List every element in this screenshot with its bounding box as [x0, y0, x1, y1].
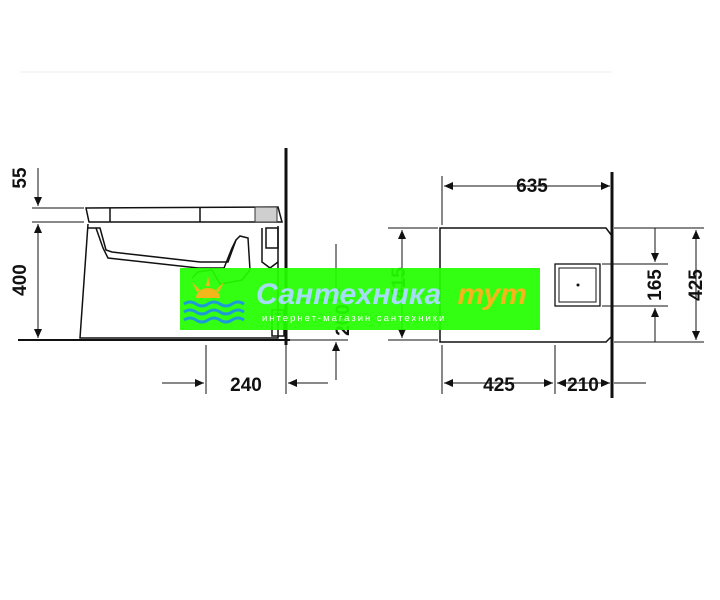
watermark-subtitle: интернет-магазин сантехники — [262, 313, 446, 324]
watermark-title-main: Сантехника — [256, 278, 441, 311]
tank-outline — [554, 263, 601, 307]
dim-depth: 635 — [516, 176, 548, 197]
toilet-top-outline — [439, 227, 613, 343]
dim-seat-thickness: 55 — [10, 167, 31, 189]
dim-total-width: 425 — [686, 269, 707, 301]
dim-tank-width: 165 — [645, 269, 666, 301]
dim-outlet-offset: 240 — [230, 375, 262, 396]
dim-front-section: 425 — [483, 375, 515, 396]
watermark-banner: Сантехника тут интернет-магазин сантехни… — [180, 268, 540, 330]
dim-seat-height: 400 — [10, 264, 31, 296]
water-logo-icon — [183, 276, 245, 324]
side-view: 55 400 240 200 — [10, 148, 354, 396]
watermark-title-accent: тут — [458, 278, 527, 311]
dim-rear-section: 210 — [567, 375, 599, 396]
watermark-title: Сантехника тут — [256, 278, 527, 311]
